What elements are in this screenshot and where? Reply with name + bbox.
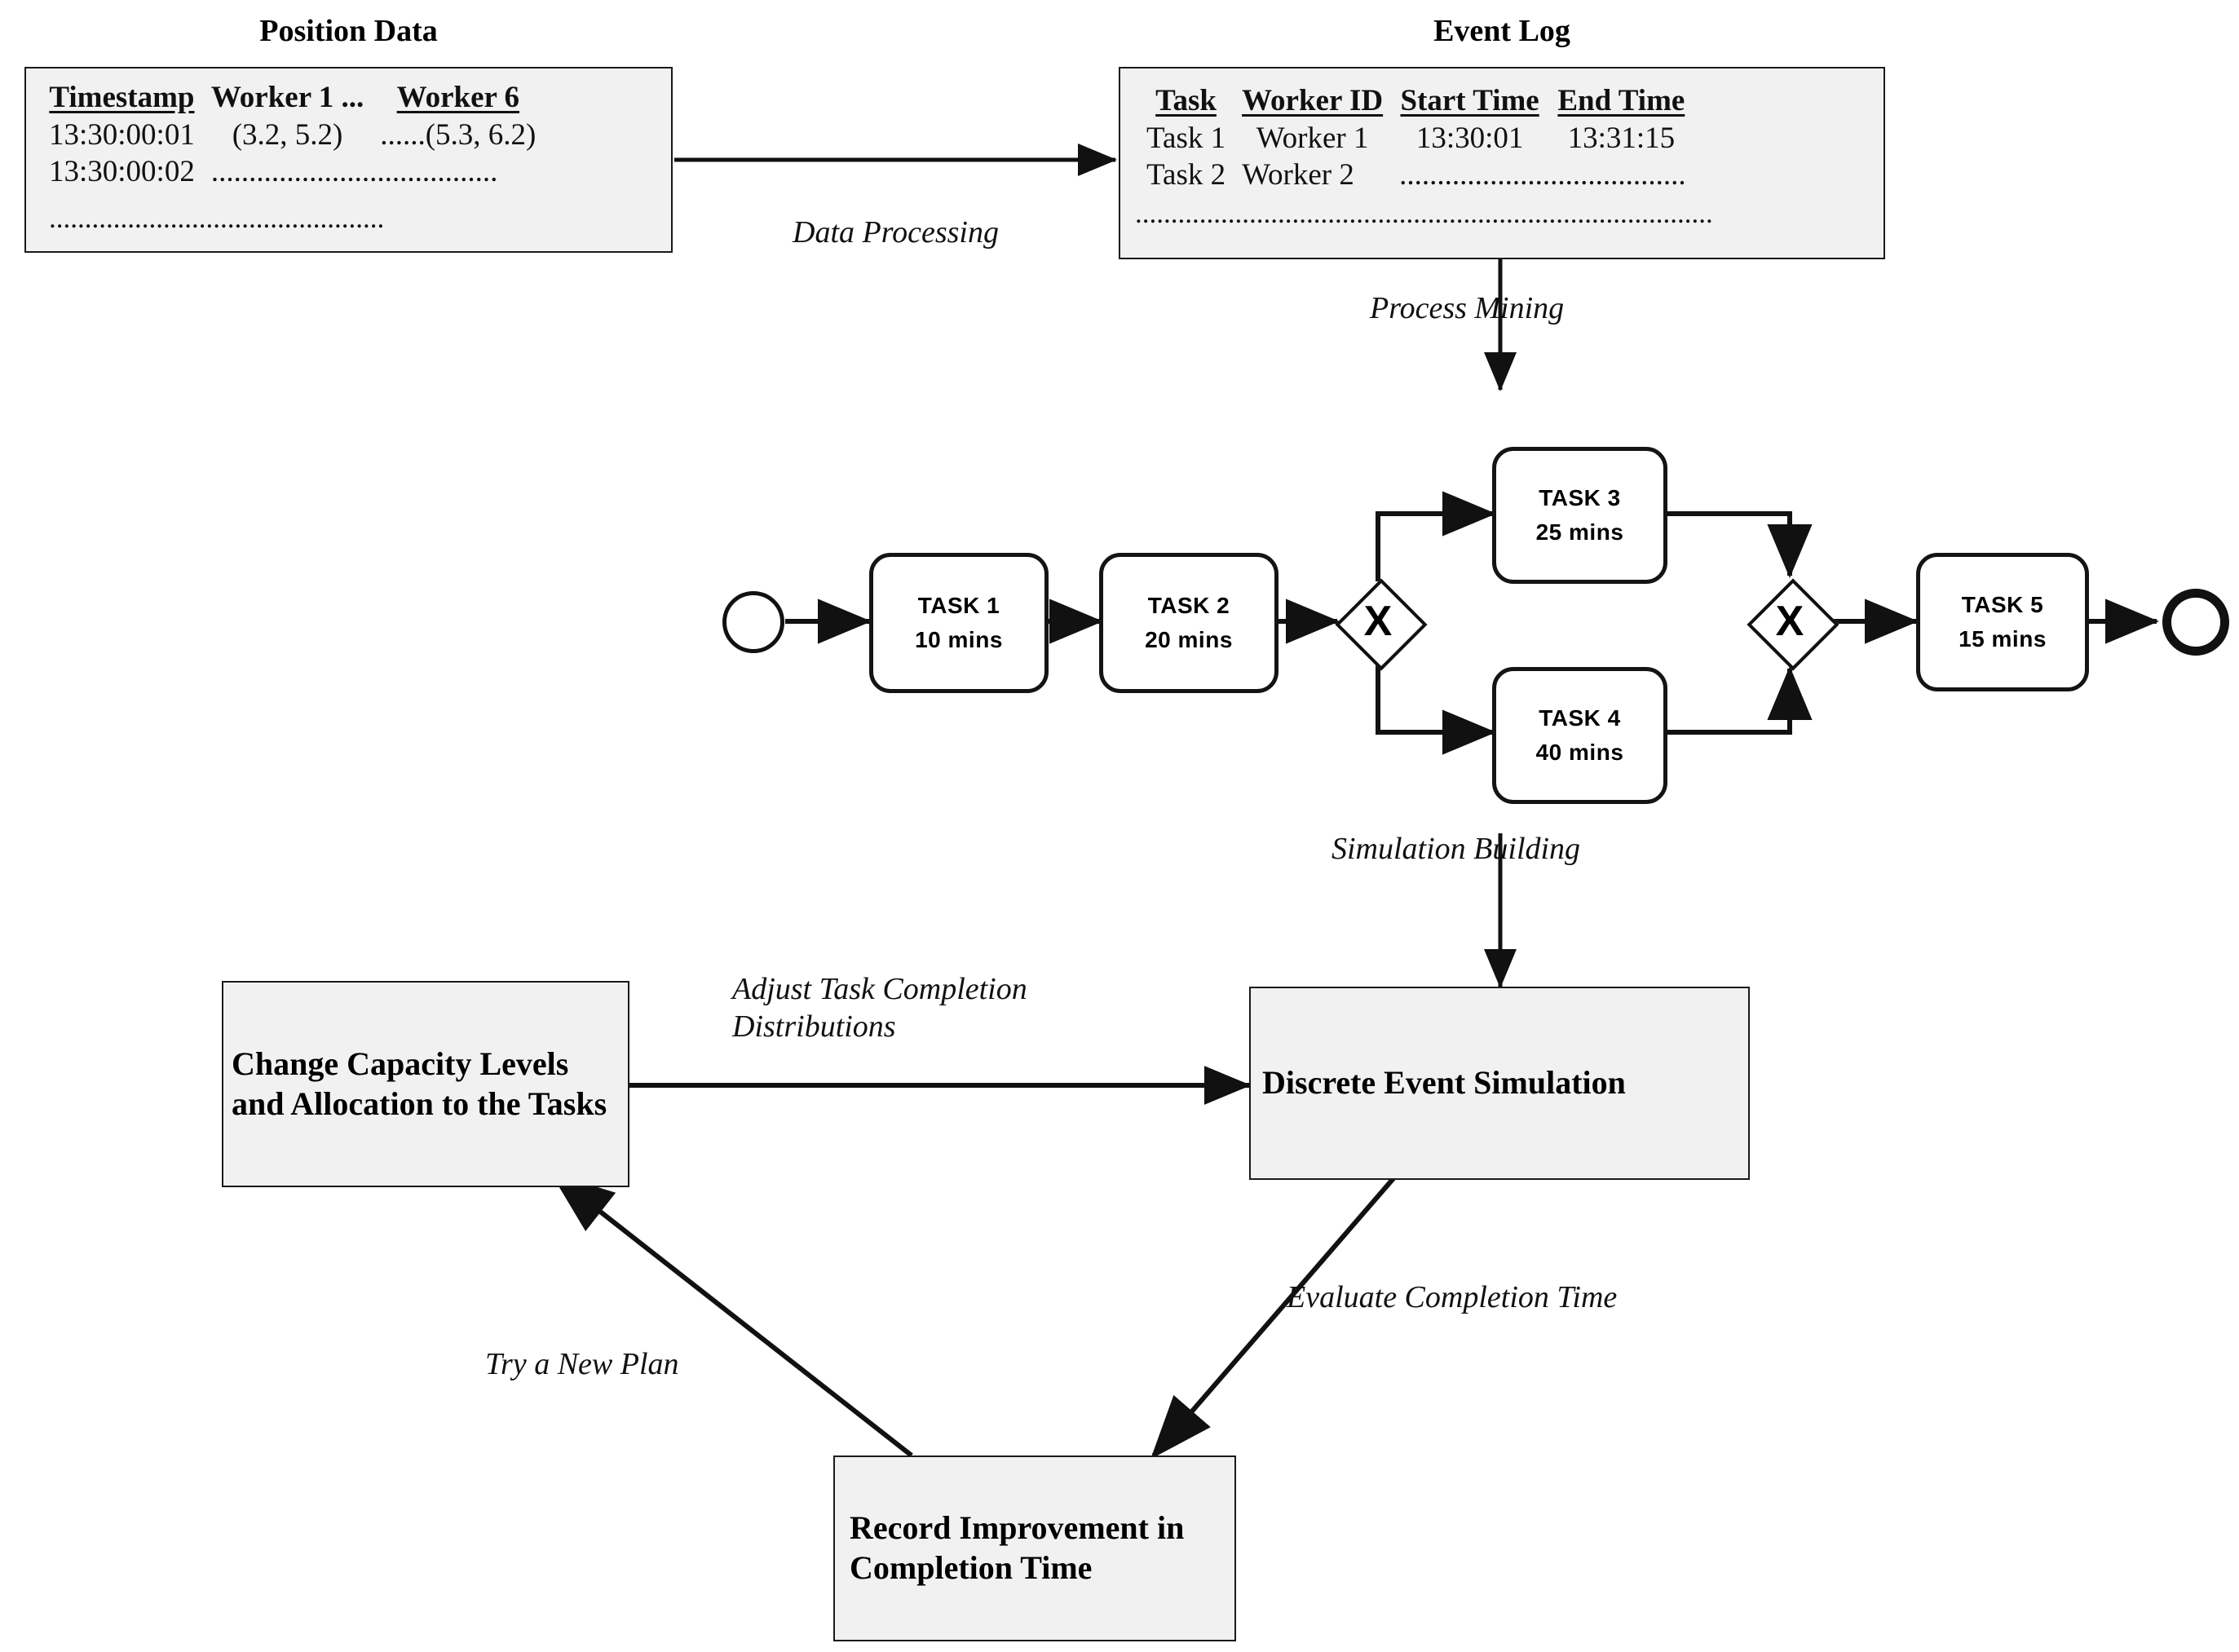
cell-sep-dots: ...... [380,118,426,152]
task-4-duration: 40 mins [1535,740,1624,765]
gateway-x-icon: X [1775,598,1804,645]
cell-row-dots: ...................................... [210,155,498,188]
gateway-merge[interactable]: X [1747,578,1839,671]
record-improvement-text: Record Improvement in Completion Time [850,1509,1185,1586]
cell-row-dots: ...................................... [1399,158,1686,192]
cell-worker6-value: (5.3, 6.2) [425,118,537,152]
table-row: Task 2 Worker 2 ........................… [1138,157,1694,193]
label-simulation-building: Simulation Building [1331,832,1581,866]
cell-worker: Worker 2 [1242,158,1354,192]
label-evaluate-completion-time: Evaluate Completion Time [1287,1280,1618,1314]
position-data-table: Timestamp Worker 1 ... Worker 6 13:30:00… [41,80,544,190]
task-1[interactable]: TASK 1 10 mins [869,553,1049,693]
cell-worker6-pos: ......(5.3, 6.2) [372,117,544,153]
task-3-name: TASK 3 [1539,485,1621,510]
event-log-table: Task Worker ID Start Time End Time Task … [1138,83,1694,193]
cell-end: 13:31:15 [1567,121,1676,155]
label-try-a-new-plan: Try a New Plan [485,1347,679,1381]
edge-evaluate-completion-time [1150,1176,1397,1460]
edge-task3-to-gateway-merge [1666,511,1813,578]
cell-task: Task 2 [1146,158,1226,192]
task-2[interactable]: TASK 2 20 mins [1099,553,1278,693]
task-3-duration: 25 mins [1535,519,1624,545]
task-5-name: TASK 5 [1961,592,2044,617]
col-timestamp: Timestamp [49,81,195,114]
edge-task4-to-gateway-merge [1666,666,1813,735]
cell-timestamp: 13:30:00:02 [49,155,195,188]
task-4-name: TASK 4 [1539,705,1621,731]
start-event [722,591,784,653]
task-1-name: TASK 1 [917,593,1000,618]
discrete-event-simulation-text: Discrete Event Simulation [1262,1064,1626,1102]
col-end-time: End Time [1557,84,1685,117]
label-process-mining: Process Mining [1370,291,1565,325]
record-improvement-box[interactable]: Record Improvement in Completion Time [833,1455,1236,1641]
table-row: Task 1 Worker 1 13:30:01 13:31:15 [1138,120,1694,157]
col-worker-1: Worker 1 ... [210,81,364,114]
cell-task: Task 1 [1146,121,1226,155]
event-log-trailing-dots: ........................................… [1135,197,1713,229]
change-capacity-box[interactable]: Change Capacity Levels and Allocation to… [222,981,629,1187]
label-adjust-distributions: Adjust Task Completion Distributions [732,972,1027,1045]
edge-gateway-split-to-task3 [1376,491,1496,581]
label-data-processing: Data Processing [793,215,999,250]
task-4[interactable]: TASK 4 40 mins [1492,667,1667,804]
end-event [2162,589,2229,656]
cell-timestamp: 13:30:00:01 [49,118,195,152]
gateway-x-icon: X [1363,598,1393,645]
edge-gateway-split-to-task4 [1376,661,1496,755]
discrete-event-simulation-box[interactable]: Discrete Event Simulation [1249,987,1750,1180]
table-row: 13:30:00:01 (3.2, 5.2) ......(5.3, 6.2) [41,117,544,153]
task-1-duration: 10 mins [915,627,1003,652]
task-5[interactable]: TASK 5 15 mins [1916,553,2089,691]
event-log-title: Event Log [1433,14,1570,48]
task-3[interactable]: TASK 3 25 mins [1492,447,1667,584]
table-header-row: Task Worker ID Start Time End Time [1138,83,1694,120]
gateway-split[interactable]: X [1335,578,1428,671]
task-5-duration: 15 mins [1959,626,2047,652]
position-data-box: Timestamp Worker 1 ... Worker 6 13:30:00… [24,67,673,253]
change-capacity-text: Change Capacity Levels and Allocation to… [232,1045,607,1122]
edge-try-a-new-plan [550,1173,913,1458]
task-2-duration: 20 mins [1145,627,1233,652]
table-row: 13:30:00:02 ............................… [41,153,544,190]
col-task: Task [1155,84,1217,117]
col-start-time: Start Time [1400,84,1539,117]
cell-start: 13:30:01 [1415,121,1524,155]
event-log-box: Task Worker ID Start Time End Time Task … [1119,67,1885,259]
col-worker-6: Worker 6 [396,81,519,114]
task-2-name: TASK 2 [1147,593,1230,618]
cell-worker1-pos: (3.2, 5.2) [232,118,343,152]
position-data-title: Position Data [259,14,438,48]
position-data-trailing-dots: ........................................… [49,202,385,234]
cell-worker: Worker 1 [1256,121,1369,155]
table-header-row: Timestamp Worker 1 ... Worker 6 [41,80,544,117]
col-worker-id: Worker ID [1242,84,1384,117]
